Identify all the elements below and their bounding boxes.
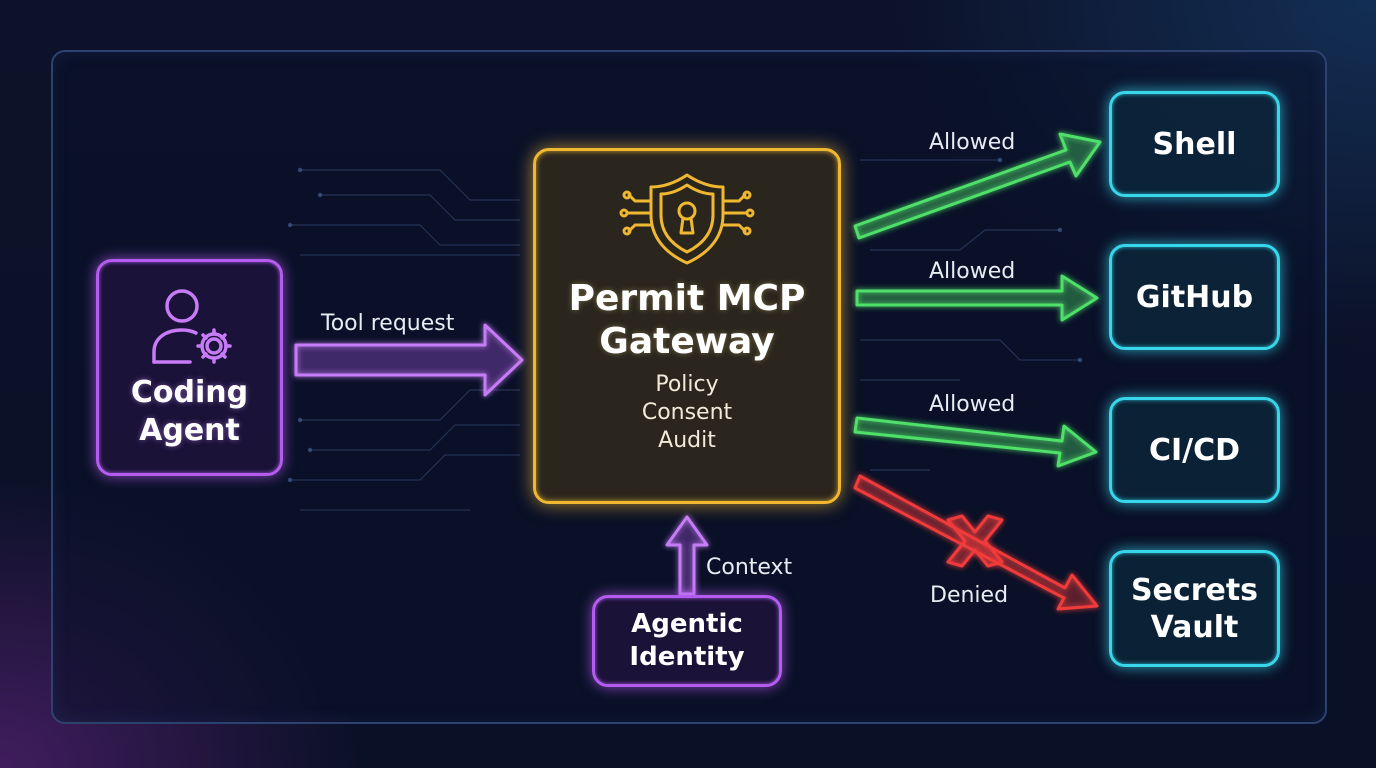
tool-node-secrets-vault: Secrets Vault (1109, 550, 1280, 667)
coding-agent-label-line1: Coding (130, 374, 249, 410)
tool-vault-label-line2: Vault (1150, 609, 1239, 645)
allowed-arrow-shell (853, 132, 1102, 240)
gateway-node: Permit MCP Gateway Policy Consent Audit (533, 148, 841, 504)
gateway-title-line1: Permit MCP (568, 278, 806, 319)
outcome-label-shell: Allowed (929, 130, 1016, 155)
coding-agent-node: Coding Agent (96, 259, 283, 476)
outcome-label-cicd: Allowed (929, 392, 1016, 417)
outcome-label-vault: Denied (930, 583, 1009, 608)
gateway-feature-policy: Policy (655, 372, 719, 397)
allowed-arrow-github (855, 274, 1099, 322)
coding-agent-label-line2: Agent (139, 412, 240, 448)
tool-request-arrow (294, 323, 524, 397)
x-mark-icon (946, 514, 1004, 568)
agentic-identity-node: Agentic Identity (592, 595, 782, 687)
tool-github-label: GitHub (1135, 279, 1254, 315)
tool-node-github: GitHub (1109, 244, 1280, 350)
tool-node-shell: Shell (1109, 91, 1280, 197)
outcome-label-github: Allowed (929, 259, 1016, 284)
agentic-identity-line2: Identity (629, 642, 745, 672)
gateway-feature-consent: Consent (641, 400, 733, 425)
context-label: Context (706, 555, 793, 580)
tool-shell-label: Shell (1152, 126, 1237, 162)
tool-request-label: Tool request (321, 311, 455, 336)
tool-vault-label-line1: Secrets (1130, 572, 1259, 608)
tool-cicd-label: CI/CD (1148, 432, 1241, 468)
agentic-identity-line1: Agentic (631, 609, 743, 639)
gateway-title-line2: Gateway (599, 321, 775, 362)
user-gear-icon (151, 288, 232, 364)
shield-lock-icon (619, 173, 755, 265)
allowed-arrow-cicd (853, 416, 1098, 468)
tool-node-cicd: CI/CD (1109, 397, 1280, 503)
context-arrow (665, 515, 709, 596)
gateway-feature-audit: Audit (658, 428, 716, 453)
